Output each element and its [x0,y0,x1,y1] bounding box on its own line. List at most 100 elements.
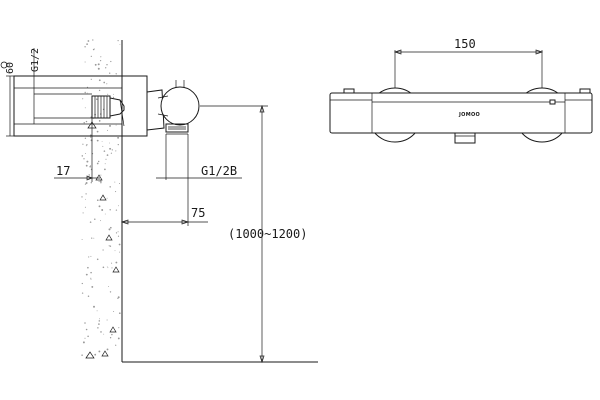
knurl-lines [94,96,108,118]
brand-logo: JOMOO [458,112,480,118]
wall-speck [98,323,100,325]
wall-speck [90,182,93,184]
outlet-nut [165,123,189,133]
wall-speck [99,180,102,183]
wall-speck [111,267,113,269]
wall-speck [109,72,111,74]
wall-speck [114,250,116,252]
dim-height-label: (1000~1200) [228,227,307,241]
wall-speck [117,297,119,300]
wall-speck [90,55,92,58]
mixer-body-front: JOMOO [329,88,593,134]
wall-speck [107,129,108,131]
wall-speck [104,213,106,215]
wall-speck [112,96,115,99]
wall-speck [90,277,92,279]
wall-speck [96,139,99,142]
wall-speck [96,162,99,165]
wall-speck [117,296,120,299]
wall-speck [98,79,101,82]
wall-speck [90,165,91,167]
wall-speck [100,220,102,222]
wall-speck [103,81,106,84]
wall-speck [97,327,99,329]
wall-speck [87,295,90,298]
wall-speck [118,182,121,185]
wall-speck [92,48,95,51]
wall-speck [109,245,112,247]
wall-speck [84,61,86,63]
wall-speck [87,266,89,269]
wall-speck [108,286,110,288]
wall-speck [83,158,85,160]
dimension-thread-g12: G1/2 [30,48,41,124]
wall-speck [100,56,102,58]
wall-speck [113,311,115,312]
dimension-150: 150 [393,37,544,92]
wall-speck [115,191,117,193]
wall-speck [114,181,116,183]
wall-speck [117,143,119,146]
wall-speck [93,305,95,308]
wall-speck [85,273,88,276]
wall-speck [88,174,90,176]
connection-housing [13,75,148,137]
left-end-cap [343,88,355,94]
wall-speck [104,163,106,165]
wall-speck [117,337,120,340]
wall-speck [91,237,93,239]
wall-speck [90,136,92,138]
wall-speck [115,261,118,264]
wall-speck [103,333,105,335]
wall-speck [106,348,109,351]
wall-speck [109,291,112,293]
wall-speck [84,153,86,154]
wall-speck [115,209,118,211]
wall-speck [89,165,92,168]
wall-speck [109,209,111,211]
wall-speck [110,60,112,63]
wall-speck [94,353,97,356]
wall-speck [89,221,92,223]
mixer-handle-side [160,86,200,126]
wall-speck [81,282,83,285]
wall-speck [81,155,84,157]
wall-speck [85,182,88,184]
wall-speck [118,312,121,315]
wall-speck [102,266,105,269]
wall-speck [118,205,119,207]
wall-speck [117,40,119,42]
wall-speck [83,122,85,124]
wall-speck [115,344,117,346]
wall-speck [84,46,86,48]
wall-speck [106,63,108,66]
wall-speck [81,292,84,294]
front-view: 150 JOMOO [329,37,593,144]
wall-connection-block [13,75,148,137]
wall-speck [88,256,90,258]
outlet-front [454,132,476,144]
wall-speck [81,196,83,198]
wall-speck [115,73,117,75]
wall-speck [84,137,87,139]
wall-speck [93,237,95,239]
wall-speck [90,271,92,274]
wall-speck [113,93,115,95]
wall-speck [82,212,84,214]
dim-thread-label: G1/2 [30,48,41,72]
dimension-height-range: (1000~1200) [200,104,307,364]
wall-speck [90,255,92,257]
wall-speck [99,318,100,320]
wall-speck [105,67,107,69]
wall-speck [85,328,88,331]
wall-speck [87,40,90,42]
wall-speck [84,183,87,185]
wall-speck [105,158,107,160]
wall-speck [98,205,101,208]
wall-speck [85,164,88,167]
wall-speck [96,199,99,202]
wall-speck [108,228,111,231]
wall-speck [98,320,101,322]
wall-speck [85,198,86,200]
